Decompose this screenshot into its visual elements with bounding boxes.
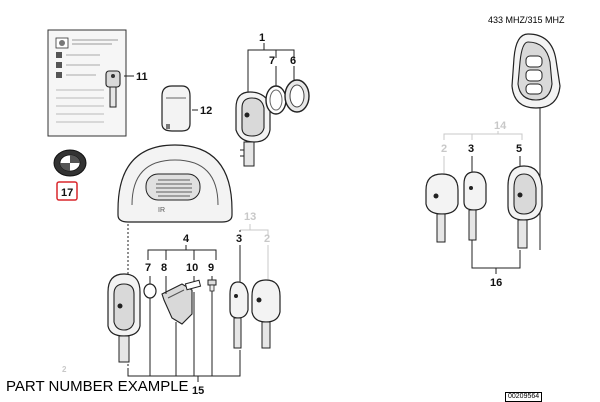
highlight-box-17[interactable] xyxy=(56,181,78,201)
frequency-label: 433 MHZ/315 MHZ xyxy=(488,15,565,25)
label-5: 5 xyxy=(516,143,522,155)
label-8: 8 xyxy=(161,262,167,274)
label-16: 16 xyxy=(490,277,502,289)
label-12: 12 xyxy=(200,105,212,117)
bmw-emblem xyxy=(53,149,87,177)
label-9: 9 xyxy=(208,262,214,274)
label-1: 1 xyxy=(259,32,265,44)
label-4: 4 xyxy=(183,233,190,245)
label-2-left: 2 xyxy=(264,233,270,245)
label-10: 10 xyxy=(186,262,198,274)
ir-window-label: IR xyxy=(158,207,165,214)
label-14: 14 xyxy=(494,120,507,132)
label-15: 15 xyxy=(192,385,204,397)
key-cover-cap xyxy=(161,85,191,132)
reference-code: 00209564 xyxy=(505,392,543,402)
label-3-left: 3 xyxy=(236,233,242,245)
label-11: 11 xyxy=(136,71,148,83)
label-7-bottom: 7 xyxy=(145,262,151,274)
label-17: 17 xyxy=(61,187,73,199)
label-2-right: 2 xyxy=(441,143,447,155)
label-3-right: 3 xyxy=(468,143,474,155)
caption-part-number-example: PART NUMBER EXAMPLE xyxy=(6,378,189,395)
remote-housing: IR xyxy=(117,144,233,223)
key-bottom-2 xyxy=(251,279,281,349)
label-13: 13 xyxy=(244,211,256,223)
part-10 xyxy=(184,279,202,291)
insert-8 xyxy=(161,283,193,325)
key-right-3 xyxy=(463,171,487,241)
key-document-card xyxy=(47,29,127,137)
remote-key-fob xyxy=(511,33,561,109)
key-bottom-3 xyxy=(229,281,249,349)
key-bottom-left xyxy=(107,273,141,363)
screw-9 xyxy=(207,279,217,292)
ring-7-bottom xyxy=(143,283,157,299)
label-2-bottom: 2 xyxy=(62,365,67,374)
label-6: 6 xyxy=(290,55,296,67)
key-right-2 xyxy=(425,173,459,243)
key-right-5 xyxy=(507,165,543,249)
label-7-top: 7 xyxy=(269,55,275,67)
key-top xyxy=(235,91,271,167)
